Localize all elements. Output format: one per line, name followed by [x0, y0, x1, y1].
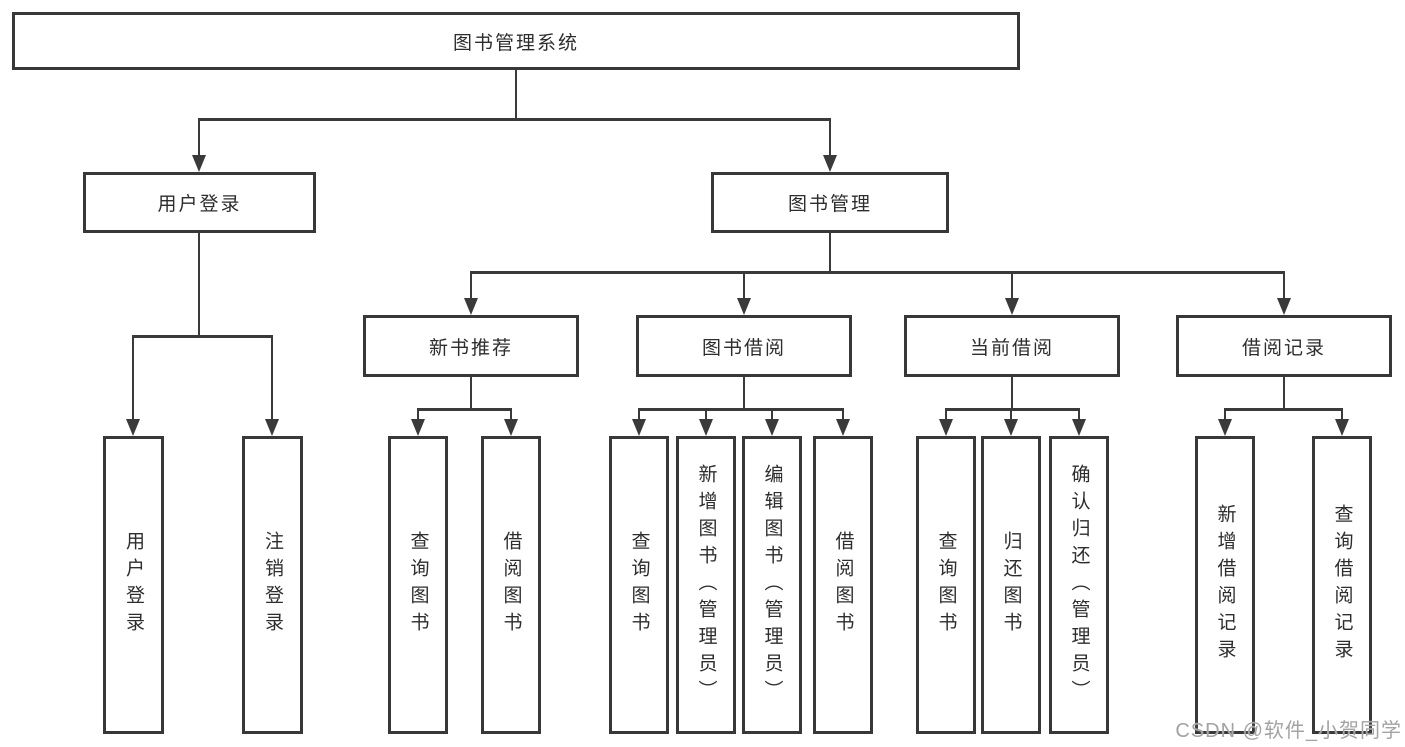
connector-line-vertical [944, 408, 948, 421]
connector-line-horizontal [197, 118, 832, 121]
connector-line-horizontal [637, 408, 845, 411]
node-label: 图书管理系统 [452, 32, 579, 54]
connector-line-horizontal [131, 335, 274, 338]
node-new-book-recommend: 新书推荐 [363, 315, 579, 377]
leaf-query-books-borrow: 查询图书 [609, 436, 669, 734]
node-book-management: 图书管理 [711, 172, 949, 233]
connector-line-vertical [1223, 408, 1227, 421]
connector-line-vertical [1010, 377, 1014, 409]
arrow-down-icon [1003, 419, 1018, 436]
node-label: 借阅记录 [1241, 337, 1326, 359]
connector-line-vertical [828, 233, 832, 272]
connector-line-vertical [509, 408, 513, 421]
node-label: 用户登录 [157, 194, 242, 215]
arrow-down-icon [1334, 419, 1349, 436]
leaf-return-books: 归还图书 [981, 436, 1041, 734]
leaf-label: 用户登录 [123, 531, 144, 639]
leaf-label: 查询借阅记录 [1331, 504, 1353, 666]
leaf-query-borrow-record: 查询借阅记录 [1312, 436, 1372, 734]
arrow-down-icon [1071, 419, 1086, 436]
arrow-down-icon [698, 419, 713, 436]
node-user-login: 用户登录 [83, 172, 316, 233]
arrow-down-icon [125, 419, 140, 436]
connector-line-horizontal [944, 408, 1081, 411]
leaf-add-borrow-record: 新增借阅记录 [1195, 436, 1255, 734]
connector-line-horizontal [416, 408, 513, 411]
arrow-down-icon [264, 419, 279, 436]
connector-line-vertical [637, 408, 641, 421]
connector-line-vertical [841, 408, 845, 421]
node-book-borrowing: 图书借阅 [636, 315, 852, 377]
leaf-label: 归还图书 [1000, 531, 1022, 639]
connector-line-vertical [1009, 408, 1013, 421]
arrow-down-icon [503, 419, 518, 436]
arrow-down-icon [463, 298, 478, 315]
leaf-borrow-books: 借阅图书 [813, 436, 873, 734]
arrow-down-icon [1217, 419, 1232, 436]
connector-line-vertical [770, 408, 774, 421]
arrow-down-icon [631, 419, 646, 436]
watermark: CSDN @软件_小贺同学 [1175, 720, 1402, 742]
connector-line-horizontal [469, 271, 1286, 274]
leaf-edit-book-admin: 编辑图书（管理员） [742, 436, 802, 734]
leaf-label: 新增借阅记录 [1214, 504, 1236, 666]
connector-line-vertical [469, 377, 473, 409]
leaf-label: 新增图书（管理员） [695, 463, 717, 707]
node-label: 当前借阅 [969, 337, 1054, 359]
node-label: 图书借阅 [701, 337, 786, 359]
connector-line-vertical [131, 335, 135, 421]
leaf-borrow-books-recommend: 借阅图书 [481, 436, 541, 734]
arrow-down-icon [822, 155, 837, 172]
node-label: 图书管理 [787, 194, 872, 215]
connector-line-vertical [704, 408, 708, 421]
leaf-label: 注销登录 [262, 531, 283, 639]
arrow-down-icon [1276, 298, 1291, 315]
connector-line-vertical [197, 118, 201, 158]
connector-line-vertical [270, 335, 274, 421]
connector-line-vertical [469, 271, 473, 300]
connector-line-vertical [197, 233, 201, 336]
leaf-logout: 注销登录 [242, 436, 303, 734]
leaf-query-books-current: 查询图书 [916, 436, 976, 734]
arrow-down-icon [938, 419, 953, 436]
connector-line-vertical [1282, 377, 1286, 409]
leaf-user-login: 用户登录 [103, 436, 164, 734]
connector-line-vertical [1077, 408, 1081, 421]
leaf-label: 编辑图书（管理员） [761, 463, 783, 707]
leaf-query-books-recommend: 查询图书 [388, 436, 448, 734]
connector-line-vertical [1010, 271, 1014, 300]
connector-line-vertical [742, 271, 746, 300]
arrow-down-icon [410, 419, 425, 436]
leaf-label: 确认归还（管理员） [1068, 463, 1090, 707]
leaf-label: 查询图书 [407, 531, 429, 639]
arrow-down-icon [736, 298, 751, 315]
connector-line-vertical [828, 118, 832, 158]
leaf-confirm-return-admin: 确认归还（管理员） [1049, 436, 1109, 734]
node-library-management-system: 图书管理系统 [12, 12, 1020, 70]
arrow-down-icon [764, 419, 779, 436]
arrow-down-icon [1004, 298, 1019, 315]
node-label: 新书推荐 [428, 337, 513, 359]
connector-line-vertical [1282, 271, 1286, 300]
leaf-label: 借阅图书 [500, 531, 522, 639]
leaf-label: 借阅图书 [832, 531, 854, 639]
leaf-add-book-admin: 新增图书（管理员） [676, 436, 736, 734]
leaf-label: 查询图书 [628, 531, 650, 639]
connector-line-vertical [1340, 408, 1344, 421]
connector-line-vertical [514, 70, 518, 118]
connector-line-vertical [742, 377, 746, 409]
arrow-down-icon [191, 155, 206, 172]
connector-line-horizontal [1223, 408, 1344, 411]
leaf-label: 查询图书 [935, 531, 957, 639]
arrow-down-icon [835, 419, 850, 436]
node-borrowing-records: 借阅记录 [1176, 315, 1392, 377]
node-current-borrowing: 当前借阅 [904, 315, 1120, 377]
connector-line-vertical [416, 408, 420, 421]
